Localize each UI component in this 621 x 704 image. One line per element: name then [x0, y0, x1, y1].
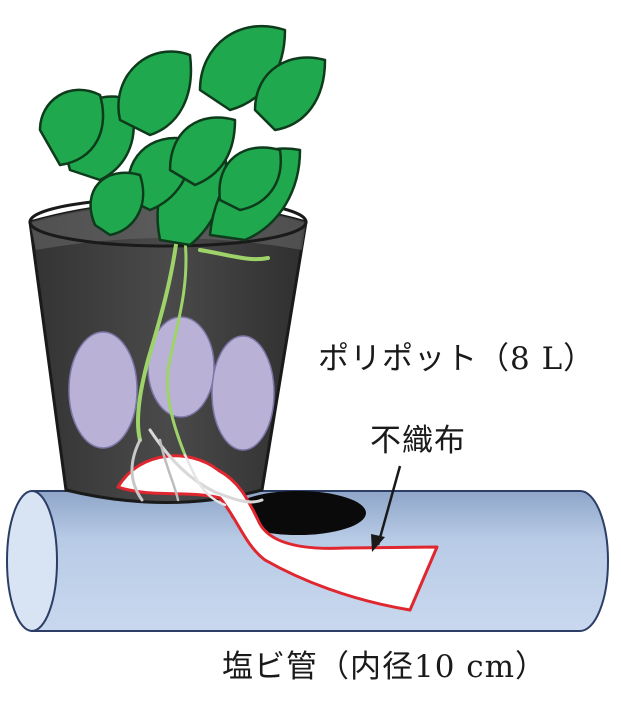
potato — [69, 332, 137, 448]
fabric-label: 不織布 — [370, 415, 466, 460]
potato — [212, 336, 274, 450]
leaf — [118, 51, 191, 135]
pipe-label: 塩ビ管（内径10 cm） — [222, 641, 547, 686]
pot-label: ポリポット（8 L） — [318, 333, 595, 378]
pipe-end-left — [7, 491, 57, 631]
